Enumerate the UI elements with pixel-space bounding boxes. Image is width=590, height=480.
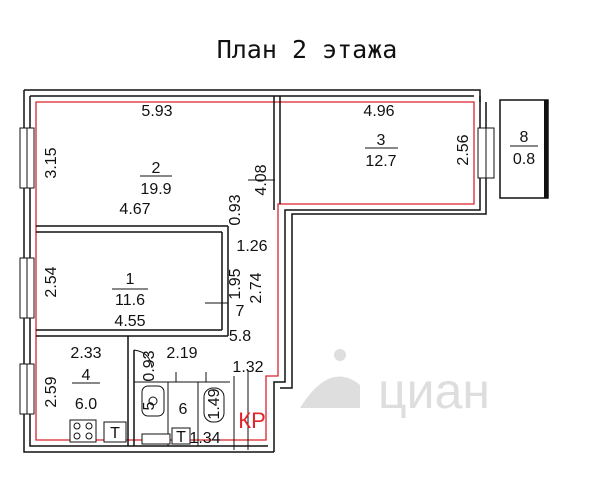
toilet-icon (203, 387, 225, 423)
dim-room-1-door: 1.95 (227, 268, 244, 299)
room-1-number: 1 (126, 271, 135, 288)
sink-icon (141, 385, 165, 417)
dim-room-1-left: 2.54 (43, 266, 60, 297)
bathtub-icon (141, 433, 171, 445)
dim-room-4-top: 2.33 (70, 345, 101, 362)
area-callout-marks (72, 145, 538, 450)
plan-title: План 2 этажа (217, 35, 398, 64)
windows (19, 127, 495, 415)
fixtures: Т Т (69, 349, 225, 446)
dim-room-2-bottom: 4.67 (119, 201, 150, 218)
room-5: 0.93 5 2.19 (141, 345, 198, 410)
dim-room-2-left: 3.15 (43, 147, 60, 178)
room-8-number: 8 (520, 129, 529, 146)
room-8-area: 0.8 (513, 151, 535, 168)
watermark: циан (300, 349, 490, 419)
dim-room-5-width: 0.93 (141, 350, 158, 381)
dim-room-6-top: 1.32 (232, 359, 263, 376)
balcony (499, 99, 549, 199)
room-6: 6 1.32 1.49 1.34 (179, 359, 264, 447)
dim-room-5-top: 2.19 (166, 345, 197, 362)
dim-room-6-bottom: 1.34 (189, 430, 220, 447)
dim-corridor-width: 1.26 (236, 238, 267, 255)
dim-room-3-left: 4.08 (253, 164, 270, 195)
room-5-number: 5 (141, 401, 158, 410)
room-2-area: 19.9 (140, 181, 171, 198)
dim-room-3-top: 4.96 (363, 103, 394, 120)
dim-room-6-height: 1.49 (206, 388, 223, 419)
room-1-area: 11.6 (115, 292, 145, 309)
room-8: 8 0.8 (513, 129, 535, 168)
room-2-number: 2 (152, 160, 161, 177)
dim-room-3-right: 2.56 (455, 134, 472, 165)
room-3-area: 12.7 (365, 153, 396, 170)
dim-room-1-bottom: 4.55 (114, 313, 145, 330)
room-3: 4.96 3 12.7 2.56 4.08 (253, 103, 472, 196)
room-2: 5.93 3.15 2 19.9 4.67 0.93 (43, 103, 244, 226)
room-7-area: 5.8 (229, 328, 251, 345)
room-4: 2.33 2.59 4 6.0 (43, 345, 102, 413)
room-3-number: 3 (377, 132, 386, 149)
dim-corridor-height: 2.74 (248, 272, 265, 303)
dim-room-4-left: 2.59 (43, 376, 60, 407)
interior-walls (36, 96, 281, 446)
room-4-area: 6.0 (75, 396, 97, 413)
room-4-number: 4 (82, 367, 91, 384)
kitchen-marker: Т (110, 425, 120, 442)
kr-marker: КР (238, 408, 266, 433)
watermark-text: циан (378, 363, 490, 419)
dim-room-2-top: 5.93 (141, 103, 172, 120)
watermark-logo-icon (300, 349, 360, 408)
room-6-number: 6 (179, 401, 188, 418)
dim-room-2-door: 0.93 (227, 194, 244, 225)
stove-icon (69, 419, 97, 443)
room-1: 2.54 1 11.6 4.55 1.95 2.74 1.26 (43, 238, 268, 330)
room-7: 7 5.8 (229, 303, 251, 345)
wc-marker: Т (176, 429, 186, 446)
door-swing-icon (133, 349, 153, 369)
room-7-number: 7 (236, 303, 245, 320)
